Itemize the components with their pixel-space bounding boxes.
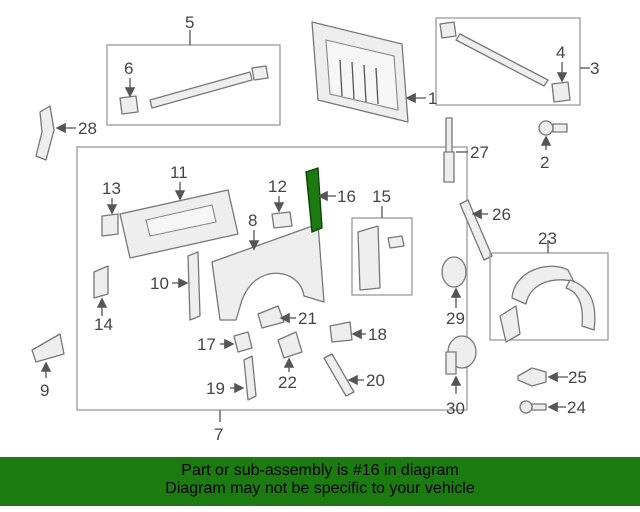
part-27-support-rod[interactable] — [443, 117, 455, 183]
part-26-seal-strip[interactable] — [459, 199, 493, 261]
banner-line-2: Diagram may not be specific to your vehi… — [165, 480, 475, 497]
callout-11: 11 — [170, 163, 188, 182]
part-12-bracket[interactable] — [271, 211, 293, 229]
callout-25: 25 — [568, 368, 587, 387]
callout-20: 20 — [366, 371, 385, 390]
callout-29: 29 — [446, 309, 465, 328]
rail-kit-box-5 — [106, 44, 281, 126]
callout-26: 26 — [492, 205, 511, 224]
callout-2: 2 — [540, 153, 549, 172]
part-25-clip[interactable] — [517, 367, 547, 387]
part-22-brace[interactable] — [277, 331, 303, 359]
callout-14: 14 — [94, 315, 113, 334]
callout-19: 19 — [206, 379, 225, 398]
callout-6: 6 — [124, 59, 133, 78]
part-18-bracket[interactable] — [329, 321, 353, 343]
parts-diagram: 1 2 3 4 5 6 7 8 9 10 11 12 13 14 15 16 1… — [31, 13, 609, 444]
callout-4: 4 — [556, 43, 565, 62]
main-assembly-box — [76, 146, 468, 411]
callout-13: 13 — [102, 179, 121, 198]
callout-5: 5 — [185, 13, 194, 32]
callout-30: 30 — [446, 399, 465, 418]
part-19-strip[interactable] — [243, 355, 257, 401]
callout-28: 28 — [78, 119, 97, 138]
part-20-strip[interactable] — [323, 353, 355, 397]
callout-27: 27 — [470, 143, 489, 162]
callout-15: 15 — [372, 187, 391, 206]
part-10-pillar[interactable] — [187, 251, 201, 321]
part-21-bracket[interactable] — [257, 305, 285, 329]
callout-1: 1 — [428, 89, 437, 108]
part-28-hinge[interactable] — [35, 105, 55, 161]
callout-23: 23 — [538, 229, 557, 248]
banner-line-1: Part or sub-assembly is #16 in diagram — [181, 462, 459, 479]
rail-kit-box-3 — [435, 17, 581, 106]
wheelhouse-box-23 — [489, 252, 609, 341]
part-5-rail[interactable] — [149, 65, 269, 109]
callout-8: 8 — [248, 211, 257, 230]
callout-22: 22 — [278, 373, 297, 392]
part-1-front-panel[interactable] — [311, 21, 409, 123]
part-6-cap[interactable] — [119, 95, 139, 115]
part-3-rail[interactable] — [439, 21, 549, 87]
part-30-housing[interactable] — [445, 335, 477, 375]
part-23-wheelhouse[interactable] — [499, 265, 596, 343]
part-2-bolt[interactable] — [538, 120, 568, 136]
part-11-inner-panel[interactable] — [119, 189, 239, 259]
part-9-bracket[interactable] — [31, 333, 65, 363]
part-29-round-cap[interactable] — [441, 256, 467, 288]
callout-24: 24 — [567, 398, 586, 417]
callout-18: 18 — [368, 325, 387, 344]
part-4-cap[interactable] — [551, 81, 571, 103]
callout-3: 3 — [590, 59, 599, 78]
callout-7: 7 — [214, 425, 223, 444]
part-24-screw[interactable] — [519, 400, 547, 414]
callout-17: 17 — [197, 335, 216, 354]
callout-10: 10 — [150, 274, 169, 293]
callout-16: 16 — [337, 187, 356, 206]
part-8-outer-panel[interactable] — [211, 223, 325, 321]
part-16-pillar-highlighted[interactable] — [305, 167, 323, 233]
diagram-notice-banner: Part or sub-assembly is #16 in diagram D… — [0, 457, 640, 506]
part-14-gusset[interactable] — [93, 265, 109, 299]
part-17-clip[interactable] — [233, 331, 253, 353]
callout-9: 9 — [40, 381, 49, 400]
part-13-small-plate[interactable] — [101, 213, 119, 237]
part-15-reinforcement[interactable] — [357, 225, 405, 291]
callout-12: 12 — [268, 177, 287, 196]
callout-21: 21 — [298, 309, 317, 328]
